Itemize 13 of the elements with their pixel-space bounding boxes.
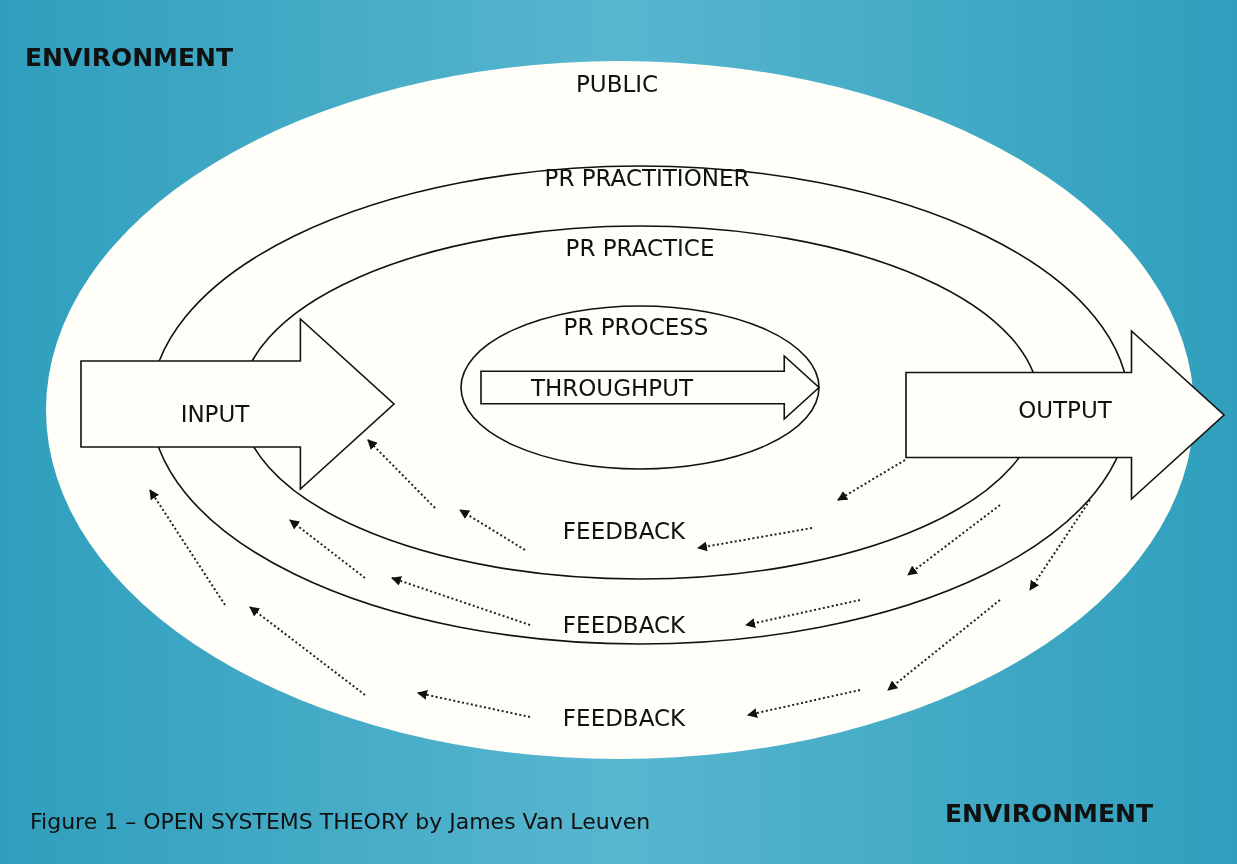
- feedback-label: FEEDBACK: [562, 613, 686, 639]
- figure-caption: Figure 1 – OPEN SYSTEMS THEORY by James Van Leuven: [30, 810, 651, 835]
- arrow-label: THROUGHPUT: [530, 376, 694, 402]
- feedback-label: FEEDBACK: [562, 706, 686, 732]
- ring-label: PR PRACTITIONER: [544, 166, 750, 192]
- environment-label: ENVIRONMENT: [945, 800, 1153, 828]
- feedback-label: FEEDBACK: [562, 519, 686, 545]
- arrow-label: INPUT: [180, 402, 250, 428]
- arrow-label: OUTPUT: [1018, 398, 1112, 424]
- ring-label: PR PRACTICE: [565, 236, 715, 262]
- ring-label: PR PROCESS: [563, 315, 709, 341]
- ring-label: PUBLIC: [575, 72, 659, 98]
- environment-label: ENVIRONMENT: [25, 44, 233, 72]
